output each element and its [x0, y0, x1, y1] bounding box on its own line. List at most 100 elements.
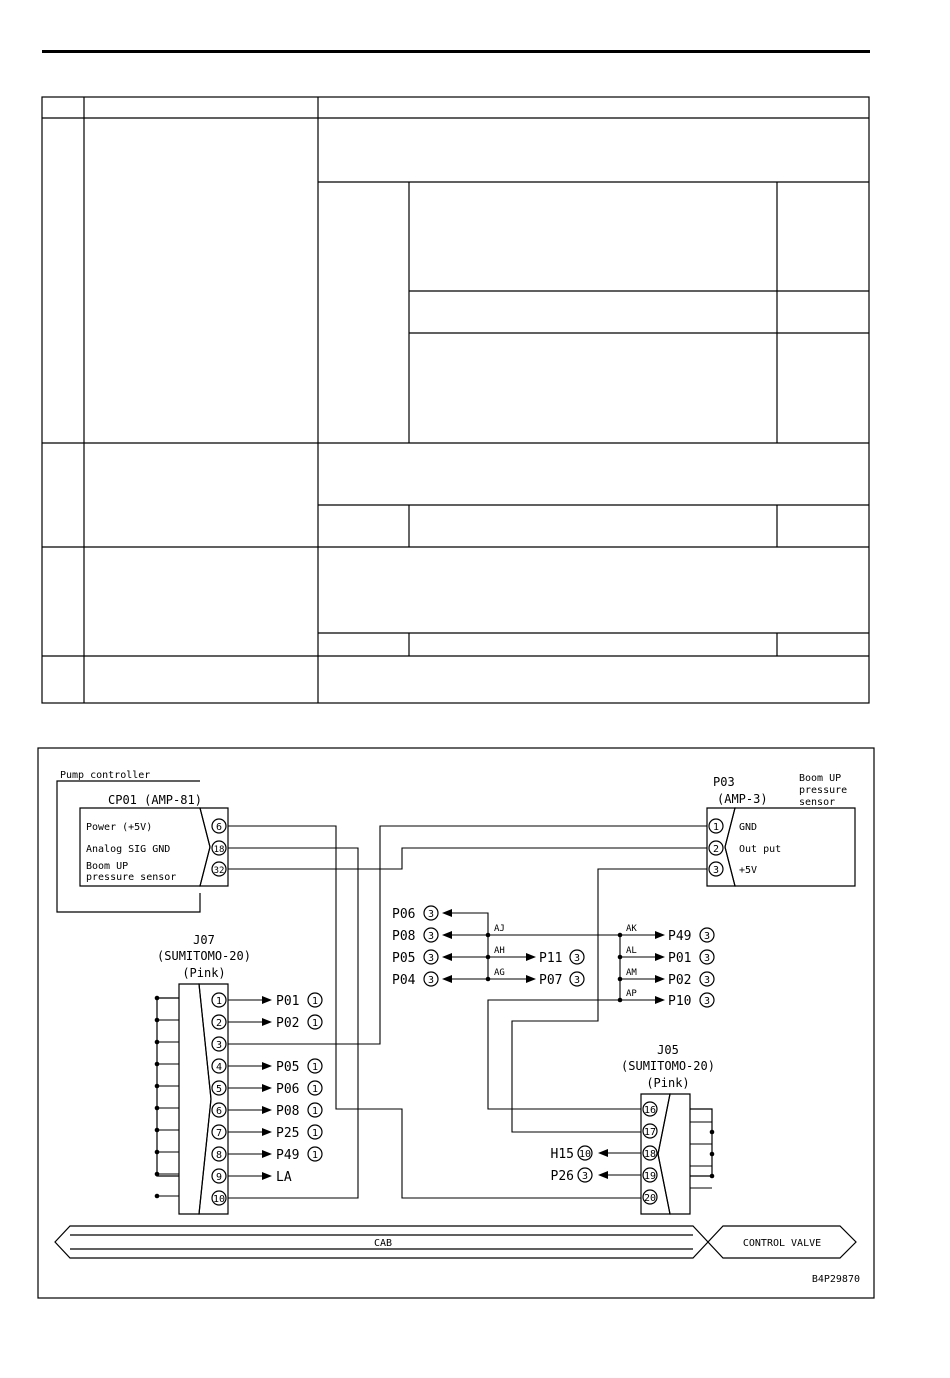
j05-color: (Pink) — [646, 1076, 689, 1090]
left-branch-p05-arrow-head — [442, 953, 452, 961]
wire-boom-up-signal — [228, 847, 707, 870]
j07-bridge-dot-9 — [154, 1193, 160, 1199]
j07-pin-10: 10 — [213, 1194, 225, 1205]
cp01-connector-label: CP01 (AMP-81) — [108, 793, 202, 807]
j05-pin-18-dest: H15 — [551, 1147, 574, 1162]
p03-pin-2-label: Out put — [739, 844, 781, 855]
j07-bridge-dot-1 — [154, 1017, 160, 1023]
j07-pin-6-ring — [211, 1102, 227, 1118]
j05-pin-19-dest-pin-ring — [577, 1167, 593, 1183]
cp01-pin-32-label: Boom UP — [86, 861, 128, 872]
j07-pin-6: 6 — [216, 1106, 222, 1117]
j07-bridge-dot-8 — [154, 1171, 160, 1177]
j05-bridge-dot-0 — [709, 1129, 715, 1135]
j05-pin-19-ring — [642, 1167, 658, 1183]
j05-connector: J05 (SUMITOMO-20) (Pink) 16171810H15193P… — [551, 1043, 715, 1215]
j07-pin-9-arrow-head — [262, 1172, 272, 1180]
wire-sensor-gnd — [228, 825, 707, 1045]
sensor-title-line2: pressure — [799, 785, 847, 796]
right-branch-dest-p02: P02 — [668, 973, 691, 988]
wire-analog-gnd — [228, 847, 359, 1199]
j07-pin-6-dest-pin: 1 — [312, 1106, 318, 1117]
p03-type-label: (AMP-3) — [717, 792, 768, 806]
j05-type: (SUMITOMO-20) — [621, 1059, 715, 1073]
left-dest-p05-pin-ring — [423, 949, 439, 965]
left-dest-p06: P06 — [392, 907, 415, 922]
right-branch-dest-p02-pin-ring — [699, 971, 715, 987]
j07-pin-4: 4 — [216, 1062, 222, 1073]
cp01-pin-6-label: Power (+5V) — [86, 822, 152, 833]
left-dest-p04-pin: 3 — [428, 975, 434, 986]
j07-pin-6-arrow-head — [262, 1106, 272, 1114]
left-branch-p08-arrow-head — [442, 931, 452, 939]
j05-pin-18-ring — [642, 1145, 658, 1161]
j05-pin-18-dest-pin: 10 — [579, 1149, 591, 1160]
splice-ap: AP — [626, 989, 637, 999]
j05-pin-16: 16 — [644, 1105, 656, 1116]
j07-pin-4-arrow-head — [262, 1062, 272, 1070]
zone-cab-label: CAB — [374, 1238, 392, 1249]
troubleshooting-table — [41, 96, 870, 704]
right-branch-dest-p10: P10 — [668, 994, 691, 1009]
j07-color: (Pink) — [182, 966, 225, 980]
p03-pin-1: 1 — [713, 822, 719, 833]
j07-pin-1: 1 — [216, 996, 222, 1007]
right-branch-dest-p02-pin: 3 — [704, 975, 710, 986]
j05-bridge-dot-1 — [709, 1151, 715, 1157]
pump-controller-title: Pump controller — [60, 770, 150, 781]
j07-pin-9-ring — [211, 1168, 227, 1184]
zone-control-valve-label: CONTROL VALVE — [743, 1238, 821, 1249]
right-branch-p02-arrow-head — [655, 975, 665, 983]
right-branch-dest-p01-pin: 3 — [704, 953, 710, 964]
p03-pin-1-label: GND — [739, 822, 757, 833]
right-branch-dest-p10-pin: 3 — [704, 996, 710, 1007]
right-branch-dest-p49-pin-ring — [699, 927, 715, 943]
p03-pin-3-label: +5V — [739, 865, 757, 876]
j07-pin-1-dest-pin-ring — [307, 992, 323, 1008]
right-branch-dest-p01-pin-ring — [699, 949, 715, 965]
j07-pin-5-dest: P06 — [276, 1082, 299, 1097]
cp01-pin-32-label2: pressure sensor — [86, 872, 176, 883]
j05-pin-18: 18 — [644, 1149, 656, 1160]
splice-ag: AG — [494, 968, 505, 978]
j07-pin-2-dest: P02 — [276, 1016, 299, 1031]
left-branch-p06-head — [442, 909, 452, 917]
j07-pin-5-arrow-head — [262, 1084, 272, 1092]
left-dest-p05-pin: 3 — [428, 953, 434, 964]
wire-sensor-5v — [511, 868, 707, 1133]
j07-pin-7: 7 — [216, 1128, 222, 1139]
right-dest-p11-pin-ring — [569, 949, 585, 965]
right-dest-p11-pin: 3 — [574, 953, 580, 964]
j07-pin-2: 2 — [216, 1018, 222, 1029]
boom-up-pressure-sensor: P03 (AMP-3) Boom UP pressure sensor 1 2 … — [706, 773, 856, 887]
figure-code: B4P29870 — [812, 1274, 860, 1285]
j07-pin-8-dest: P49 — [276, 1148, 299, 1163]
j07-pin-5-ring — [211, 1080, 227, 1096]
j07-pin-6-dest-pin-ring — [307, 1102, 323, 1118]
j07-bridge-dot-2 — [154, 1039, 160, 1045]
j07-bridge-dot-5 — [154, 1105, 160, 1111]
j05-pin-18-arrow-head — [598, 1149, 608, 1157]
left-dest-p05: P05 — [392, 951, 415, 966]
j05-pin-20-ring — [642, 1189, 658, 1205]
j07-pin-4-dest-pin: 1 — [312, 1062, 318, 1073]
splice-am: AM — [626, 968, 637, 978]
right-branch-dest-p49: P49 — [668, 929, 691, 944]
j07-pin-2-dest-pin: 1 — [312, 1018, 318, 1029]
cp01-pin-18-label: Analog SIG GND — [86, 844, 170, 855]
left-dest-p08-pin-ring — [423, 927, 439, 943]
j07-pin-5-dest-pin: 1 — [312, 1084, 318, 1095]
p03-pin-3: 3 — [713, 865, 719, 876]
zone-arrow: CAB CONTROL VALVE — [54, 1225, 857, 1259]
left-branch-p04-arrow-head — [442, 975, 452, 983]
j07-pin-3-ring — [211, 1036, 227, 1052]
header-rule — [42, 50, 870, 53]
sensor-title-line3: sensor — [799, 797, 835, 808]
j07-bridge-dot-0 — [154, 995, 160, 1001]
j07-pin-1-arrow-head — [262, 996, 272, 1004]
j07-pin-2-arrow-head — [262, 1018, 272, 1026]
table-border — [41, 96, 870, 704]
